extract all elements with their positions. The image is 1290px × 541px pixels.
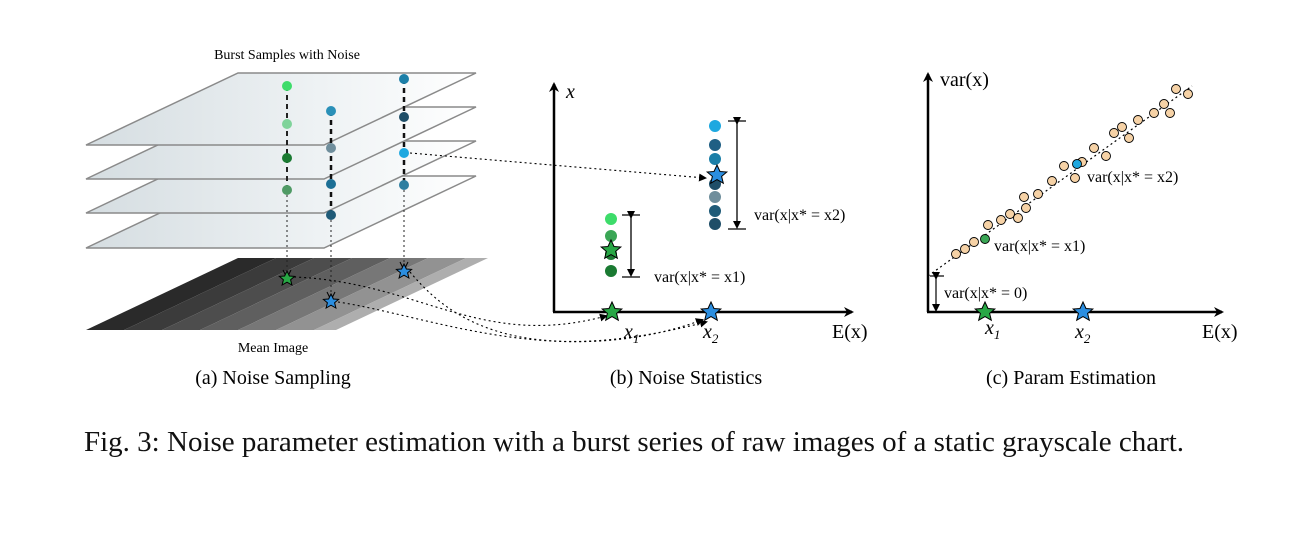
scatter-point	[1013, 213, 1023, 223]
tick-label-b-x2: x2	[702, 321, 719, 346]
tick-label-c-x2: x2	[1074, 321, 1091, 346]
mean-star-b-blue	[705, 163, 729, 185]
scatter-point	[951, 249, 961, 259]
x-axis-label-b: E(x)	[832, 321, 868, 343]
mean-image-label: Mean Image	[238, 341, 308, 356]
var-label-c-x2: var(x|x* = x2)	[1087, 169, 1178, 186]
scatter-point	[1005, 209, 1015, 219]
scatter-point	[1159, 99, 1169, 109]
panel-a: Burst Samples with Noise	[85, 48, 488, 389]
scatter-point	[960, 244, 970, 254]
cluster-dot	[605, 265, 617, 277]
scatter-point	[1047, 176, 1057, 186]
mean-star-green	[278, 269, 296, 287]
scatter-point	[1021, 203, 1031, 213]
var-label-b-x2: var(x|x* = x2)	[754, 207, 845, 224]
scatter-point	[996, 215, 1006, 225]
cluster-dot	[709, 205, 721, 217]
cluster-dot	[709, 153, 721, 165]
sample-dot	[326, 106, 336, 116]
cluster-dot	[709, 120, 721, 132]
scatter-point	[1019, 192, 1029, 202]
sample-dot	[282, 119, 292, 129]
axis-star-b-x1	[600, 300, 624, 322]
sample-dot	[326, 210, 336, 220]
scatter-point	[1171, 84, 1181, 94]
sample-dot	[399, 112, 409, 122]
figure-caption: Fig. 3: Noise parameter estimation with …	[84, 424, 1248, 460]
burst-plane-1	[85, 72, 477, 146]
panel-c: var(x) E(x) x1 x2 var(x|x* = 0)	[923, 69, 1238, 389]
panel-b: x E(x) x1 x2 var(x|x* = x1)	[549, 81, 868, 389]
scatter-point	[1117, 122, 1127, 132]
scatter-point	[1124, 133, 1134, 143]
scatter-point	[1133, 115, 1143, 125]
var-label-c-x1: var(x|x* = x1)	[994, 238, 1085, 255]
cluster-dot	[605, 230, 617, 242]
connector-green-to-x1	[293, 276, 608, 327]
tick-label-c-x1: x1	[984, 317, 1000, 342]
axis-star-c-x2	[1071, 300, 1095, 322]
y-axis-label-b: x	[565, 81, 575, 103]
scatter-point	[1033, 189, 1043, 199]
sample-lines	[286, 79, 406, 296]
scatter-point	[1165, 108, 1175, 118]
connector-blue-to-x2-b	[409, 271, 708, 342]
var-label-b-x1: var(x|x* = x1)	[654, 269, 745, 286]
fit-line	[927, 85, 1193, 277]
var-label-c-0: var(x|x* = 0)	[944, 285, 1027, 302]
scatter-point	[1101, 151, 1111, 161]
mean-star-b-green	[599, 238, 623, 260]
sample-dot	[326, 143, 336, 153]
variance-scatter	[951, 84, 1193, 259]
sample-dot	[282, 185, 292, 195]
sample-dots	[282, 74, 409, 220]
subcaption-c: (c) Param Estimation	[986, 367, 1156, 389]
burst-planes	[85, 72, 477, 249]
cluster-x1	[599, 211, 640, 278]
connector-curves	[293, 152, 708, 343]
x-axis-label-c: E(x)	[1202, 321, 1238, 343]
scatter-point	[1183, 89, 1193, 99]
burst-samples-label: Burst Samples with Noise	[214, 48, 360, 63]
highlight-point-x2	[1072, 159, 1082, 169]
sample-dot	[282, 81, 292, 91]
scatter-point	[1149, 108, 1159, 118]
axis-star-c-x1	[973, 300, 997, 322]
mean-star-blue-2	[395, 262, 413, 280]
subcaption-a: (a) Noise Sampling	[195, 367, 351, 389]
caption-prefix: Fig. 3:	[84, 426, 160, 458]
y-axis-label-c: var(x)	[940, 69, 989, 91]
sample-dot	[326, 179, 336, 189]
scatter-point	[1059, 161, 1069, 171]
sample-dot	[399, 74, 409, 84]
tick-label-b-x1: x1	[623, 321, 639, 346]
sample-dot	[399, 148, 409, 158]
sample-dot	[399, 180, 409, 190]
scatter-point	[1070, 173, 1080, 183]
cluster-dot	[605, 213, 617, 225]
caption-text: Noise parameter estimation with a burst …	[167, 426, 1185, 458]
cluster-dot	[709, 218, 721, 230]
mean-star-blue-1	[322, 292, 340, 310]
mean-image	[86, 258, 488, 330]
scatter-point	[983, 220, 993, 230]
axis-star-b-x2	[699, 300, 723, 322]
connector-blue-to-x2-a	[337, 301, 704, 343]
scatter-point	[1109, 128, 1119, 138]
scatter-point	[969, 237, 979, 247]
highlight-point-x1	[980, 234, 990, 244]
cluster-x2	[705, 117, 746, 230]
scatter-point	[1089, 143, 1099, 153]
cluster-dot	[709, 191, 721, 203]
sample-dot	[282, 153, 292, 163]
subcaption-b: (b) Noise Statistics	[610, 367, 762, 389]
cluster-dot	[709, 139, 721, 151]
connector-sample-to-scatter	[409, 152, 707, 182]
